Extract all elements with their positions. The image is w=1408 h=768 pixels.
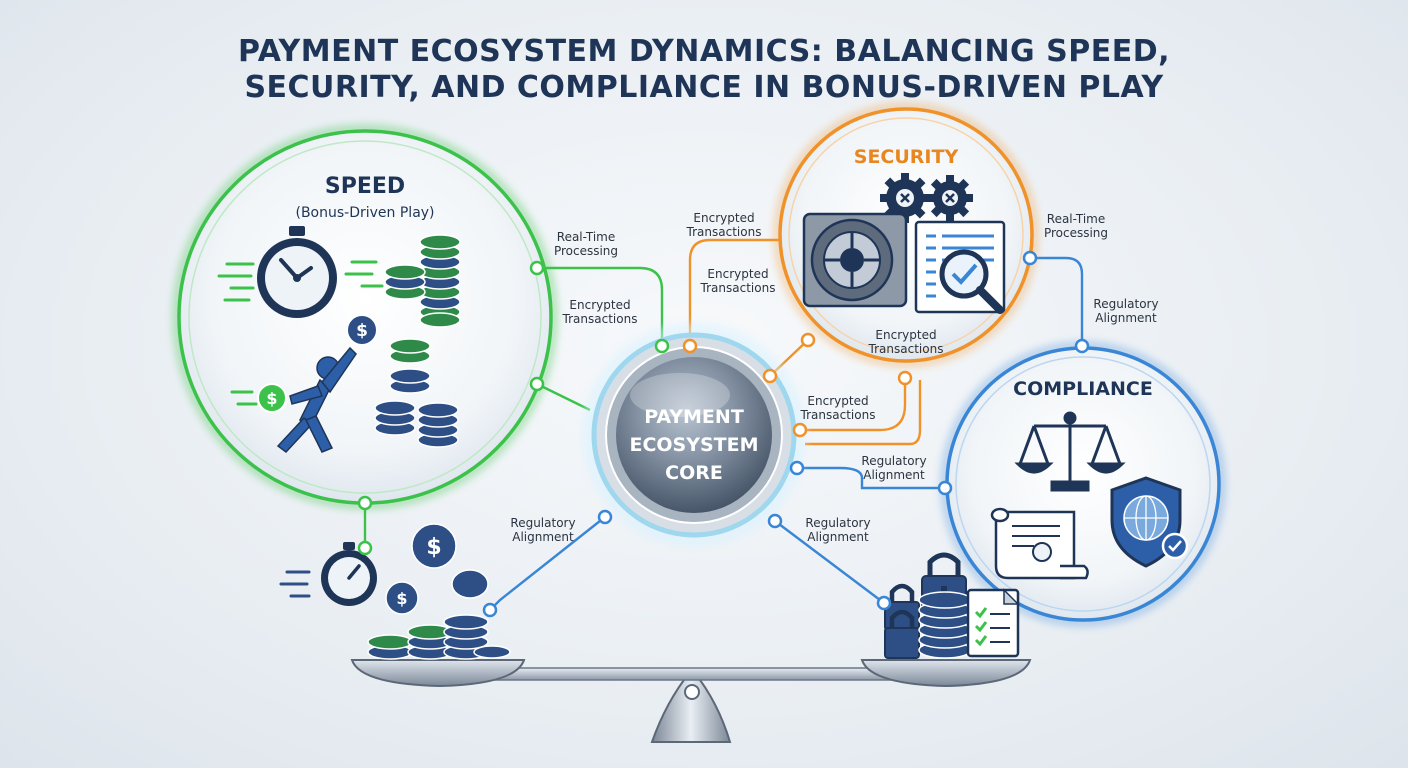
dollar-glyph-2: $ (266, 389, 277, 408)
connector-compliance-core (797, 466, 945, 490)
chip-stack-speed-top (344, 234, 461, 320)
scales-icon (1014, 411, 1126, 492)
core-line-3: CORE (665, 462, 723, 484)
connector-nodes (357, 250, 1090, 618)
security-title: SECURITY (854, 146, 959, 168)
title-line-2: SECURITY, AND COMPLIANCE IN BONUS-DRIVEN… (244, 70, 1164, 105)
connector-security-3 (800, 378, 907, 432)
lock-icon-left (884, 583, 920, 659)
chip-stack-left-plate (367, 523, 511, 660)
running-person-icon (276, 346, 357, 454)
dollar-glyph-3: $ (426, 535, 441, 560)
speed-title: SPEED (325, 174, 405, 199)
balance-scale (350, 659, 1032, 743)
document-scan-icon (914, 220, 1006, 314)
stopwatch-icon (217, 226, 337, 318)
core-circle (582, 323, 806, 547)
dollar-coin-icon-2 (230, 383, 287, 413)
server-stack-icon (918, 591, 972, 659)
dollar-coin-icon-1 (346, 314, 378, 346)
dollar-glyph-4: $ (396, 589, 407, 608)
gear-icon-2 (927, 175, 973, 221)
vault-icon (802, 212, 908, 308)
chip-stack-speed-bottom (374, 312, 461, 448)
dollar-glyph-1: $ (356, 321, 368, 341)
compliance-title: COMPLIANCE (1013, 378, 1153, 400)
connector-speed-core (536, 382, 591, 412)
shield-icon (1110, 476, 1189, 568)
connector-security-4 (805, 380, 922, 446)
stopwatch-icon-bottom (279, 542, 377, 606)
certificate-icon (990, 507, 1089, 580)
connector-right-realtime (1030, 256, 1084, 346)
core-line-2: ECOSYSTEM (629, 434, 758, 456)
speed-subtitle: (Bonus-Driven Play) (295, 205, 434, 221)
title-line-1: PAYMENT ECOSYSTEM DYNAMICS: BALANCING SP… (237, 34, 1171, 69)
connector-speed-realtime (537, 266, 664, 346)
connector-bottom-right (774, 520, 885, 604)
checklist-document-icon (966, 588, 1020, 658)
connector-security-1 (688, 238, 780, 346)
core-line-1: PAYMENT (644, 406, 744, 428)
